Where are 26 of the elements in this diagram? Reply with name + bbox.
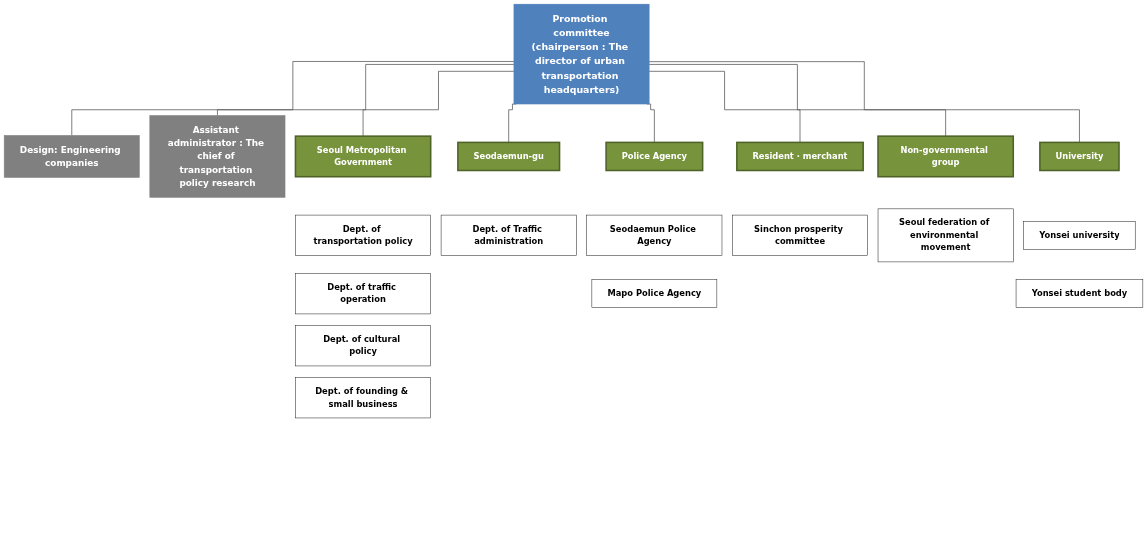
node-box: Yonsei university — [1023, 221, 1136, 250]
connector — [71, 61, 515, 136]
node-box: Dept. of traffic operation — [295, 273, 431, 315]
node-box: Seodaemun-gu — [457, 141, 561, 172]
node-box: University — [1039, 141, 1120, 172]
connector — [648, 64, 947, 137]
node-box: Seoul Metropolitan Government — [294, 135, 432, 178]
connector — [648, 70, 801, 143]
node-box: Sinchon prosperity committee — [732, 214, 868, 256]
node-box: Seoul federation of environmental movement — [877, 208, 1014, 263]
node-box: Dept. of Traffic administration — [440, 214, 577, 256]
node-box: Mapo Police Agency — [591, 279, 718, 308]
node-box: Dept. of founding & small business — [295, 377, 431, 419]
node-box: Yonsei student body — [1015, 279, 1144, 308]
connector — [362, 70, 515, 137]
node-box: Promotion committee (chairperson : The director of urban transportation headquarters) — [513, 3, 650, 105]
node-box: Design: Engineering companies — [3, 135, 140, 178]
node-box: Non-governmental group — [877, 135, 1015, 178]
connector — [648, 61, 1080, 143]
node-box: Dept. of transportation policy — [295, 214, 431, 256]
node-box: Assistant administrator : The chief of transportation policy research — [149, 115, 286, 198]
node-box: Seodaemun Police Agency — [586, 214, 723, 256]
connector — [217, 64, 515, 116]
node-box: Police Agency — [605, 141, 704, 172]
node-box: Resident · merchant — [736, 141, 864, 172]
node-box: Dept. of cultural policy — [295, 325, 431, 367]
